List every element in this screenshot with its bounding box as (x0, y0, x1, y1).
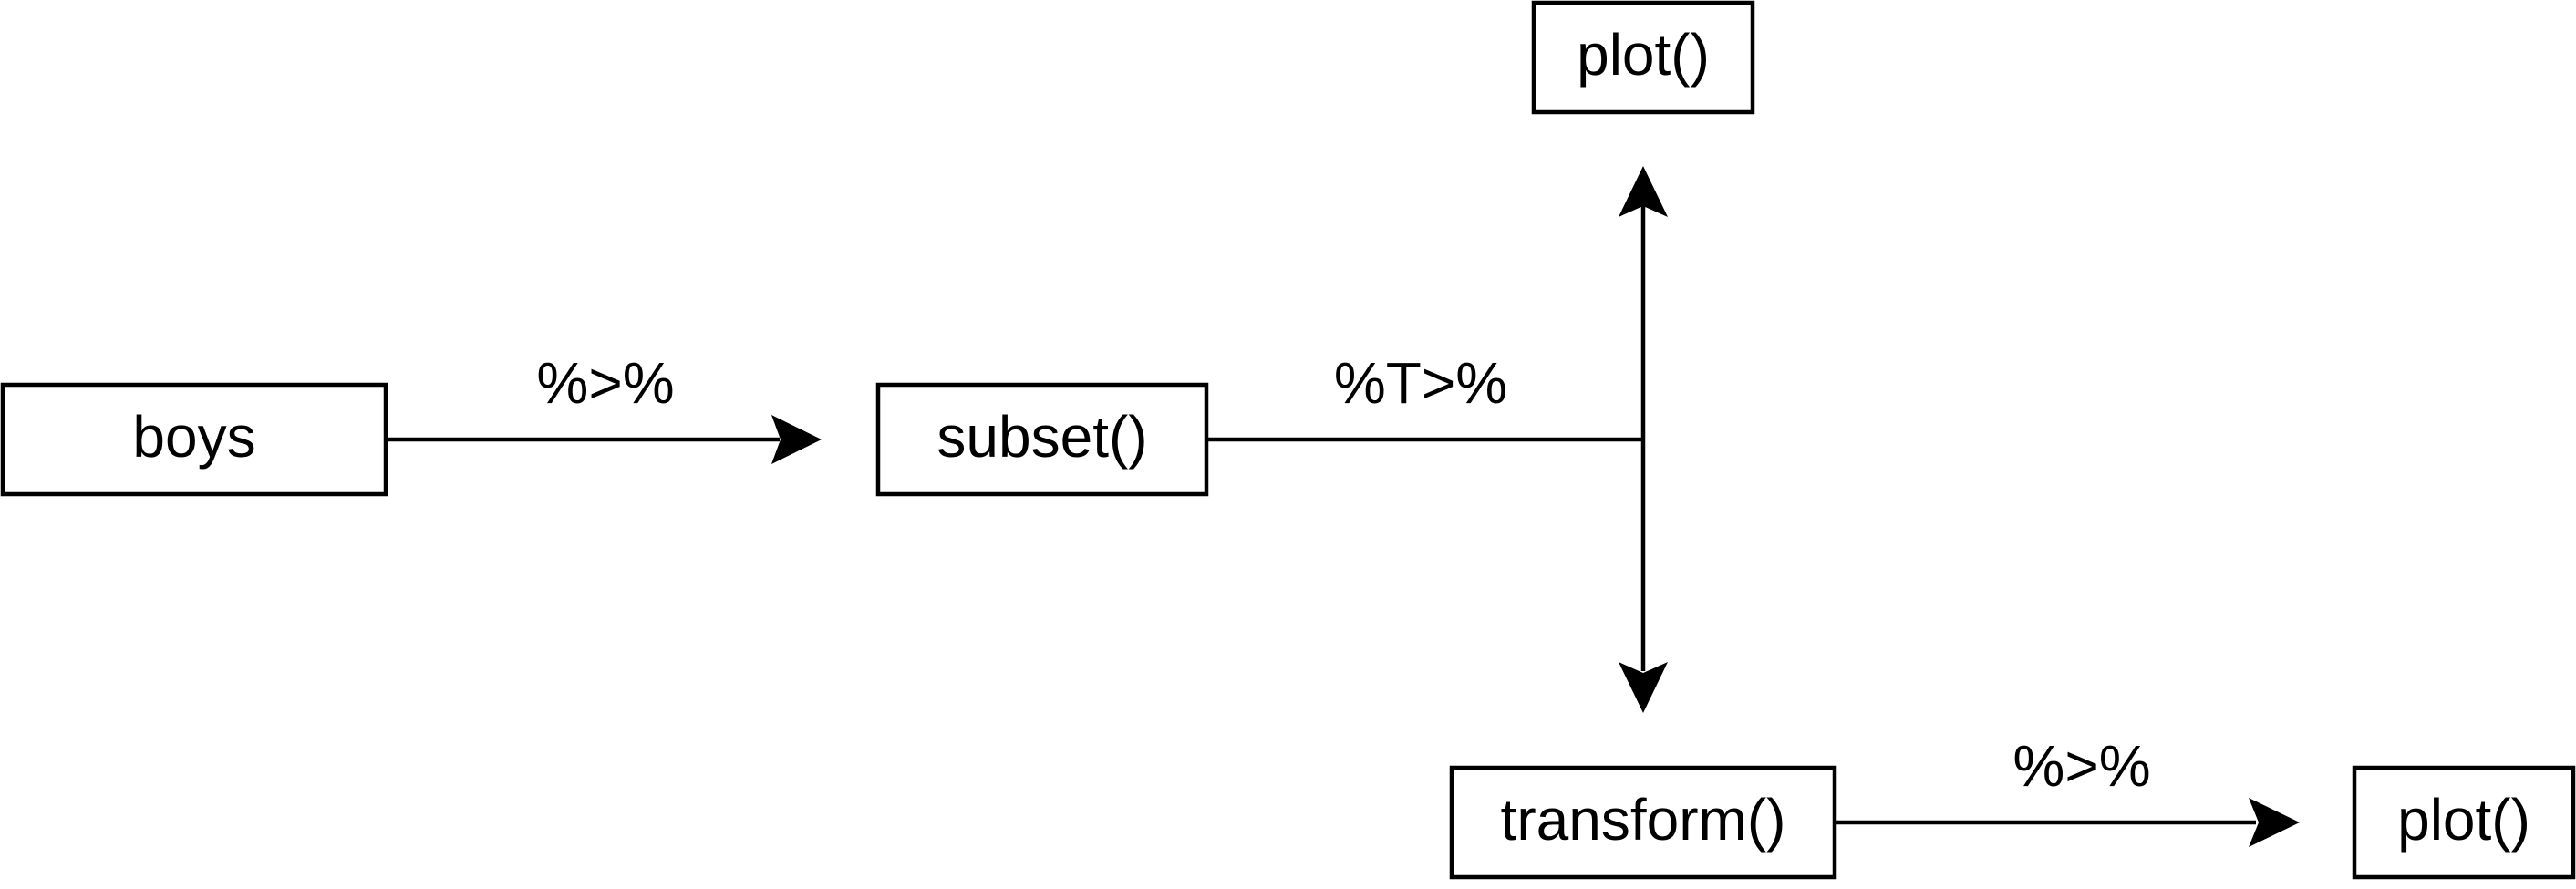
edge-tee-branches (1619, 166, 1668, 713)
edge-boys-to-subset-label: %>% (536, 350, 674, 416)
node-transform-label: transform() (1501, 787, 1786, 853)
edge-transform-to-plot-label: %>% (2012, 733, 2150, 799)
node-plot-bottom-label: plot() (2397, 787, 2530, 853)
node-subset: subset() (875, 382, 1209, 497)
node-plot-top: plot() (1531, 0, 1755, 115)
edge-transform-to-plot: %>% (1835, 733, 2300, 847)
node-plot-top-box (1531, 0, 1755, 115)
node-plot-top-label: plot() (1577, 22, 1710, 88)
node-boys: boys (0, 382, 388, 497)
node-subset-label: subset() (936, 404, 1147, 470)
edge-boys-to-subset: %>% (386, 350, 822, 464)
node-subset-box (875, 382, 1209, 497)
edge-subset-tee: %T>% (1206, 350, 1643, 442)
edge-transform-to-plot-arrowhead (2249, 798, 2300, 847)
edge-tee-down-arrowhead (1619, 662, 1668, 713)
node-boys-label: boys (132, 404, 255, 470)
edge-tee-up-arrowhead (1619, 166, 1668, 217)
node-boys-box (0, 382, 388, 497)
node-transform: transform() (1449, 765, 1837, 880)
node-plot-bottom: plot() (2352, 765, 2576, 880)
edge-subset-tee-label: %T>% (1334, 350, 1507, 416)
edge-boys-to-subset-arrowhead (771, 415, 822, 464)
node-plot-bottom-box (2352, 765, 2576, 880)
